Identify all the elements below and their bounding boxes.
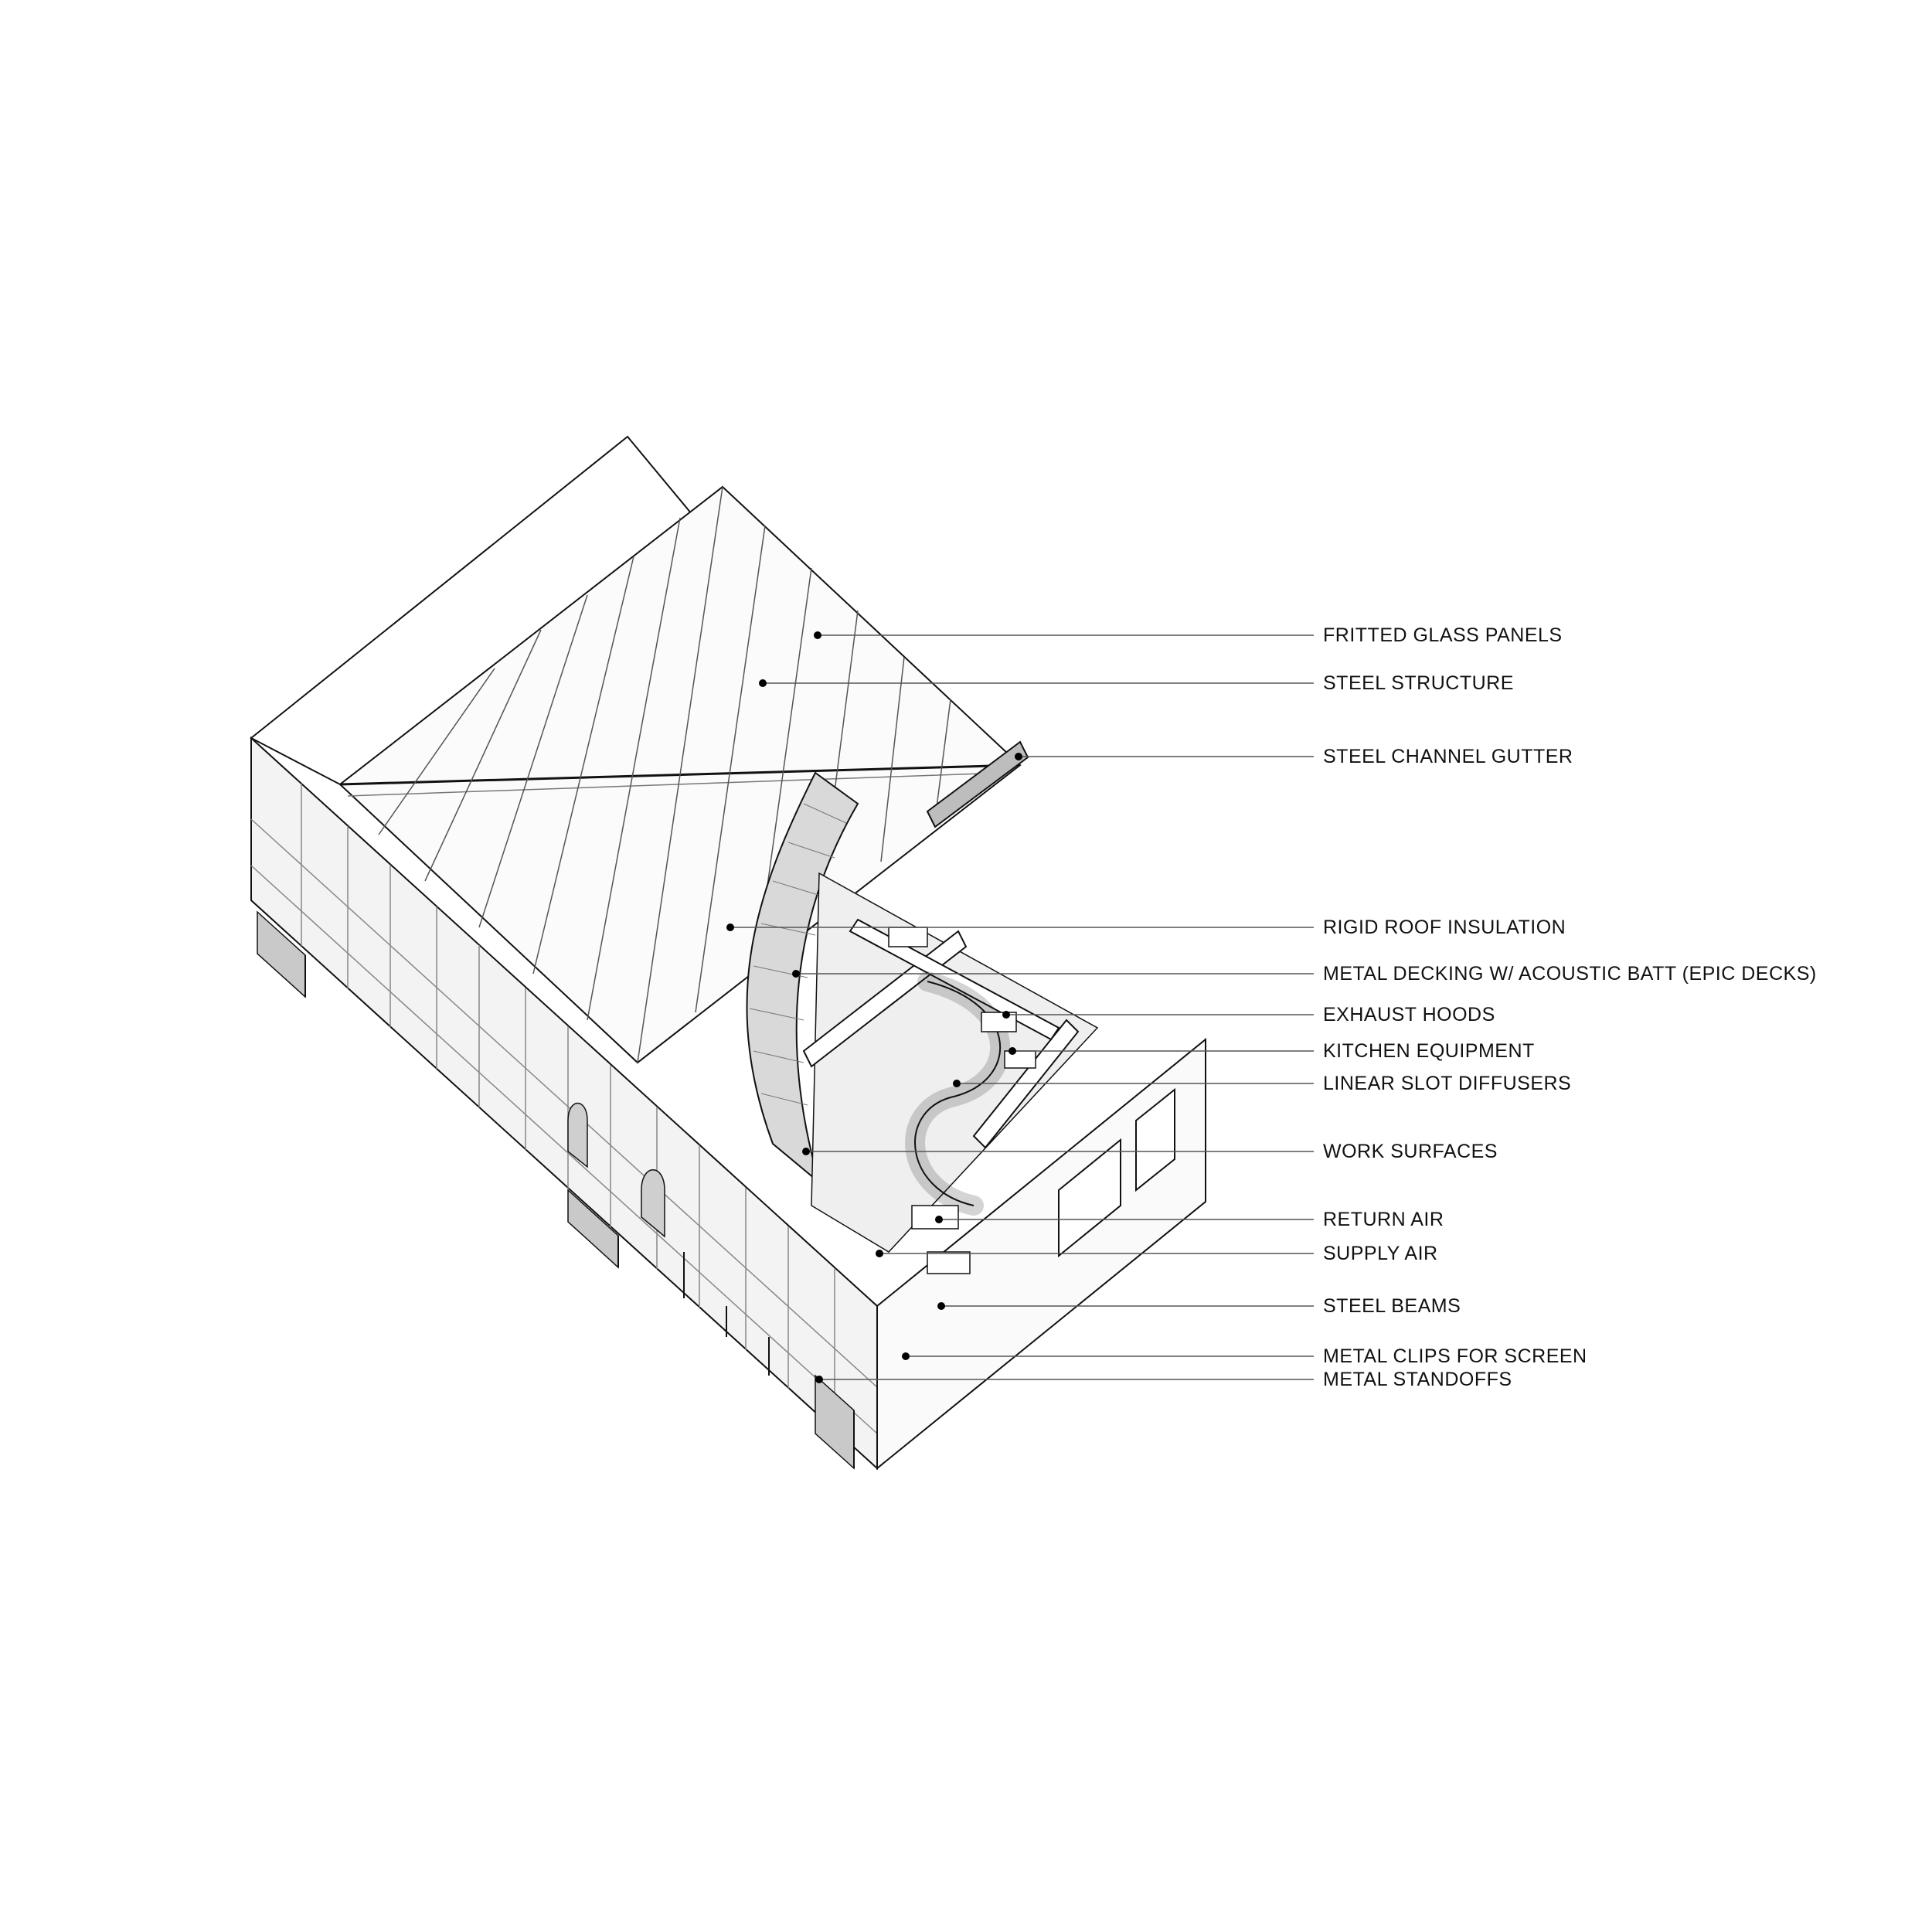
label-work-surfaces: WORK SURFACES bbox=[1323, 1141, 1498, 1162]
kitchen-equipment-blocks bbox=[888, 927, 1036, 1274]
dot-metal-clips-for-screen bbox=[902, 1352, 910, 1360]
label-steel-channel-gutter: STEEL CHANNEL GUTTER bbox=[1323, 746, 1573, 767]
building-volume bbox=[250, 435, 1206, 1471]
dot-exhaust-hoods bbox=[1002, 1011, 1010, 1019]
label-metal-decking: METAL DECKING W/ ACOUSTIC BATT (EPIC DEC… bbox=[1323, 963, 1817, 985]
label-supply-air: SUPPLY AIR bbox=[1323, 1243, 1438, 1264]
label-steel-structure: STEEL STRUCTURE bbox=[1323, 672, 1514, 694]
label-linear-slot-diffusers: LINEAR SLOT DIFFUSERS bbox=[1323, 1073, 1572, 1094]
facade-posts bbox=[304, 955, 855, 1468]
label-metal-clips-for-screen: METAL CLIPS FOR SCREEN bbox=[1323, 1345, 1587, 1367]
dot-steel-channel-gutter bbox=[1015, 753, 1022, 760]
leaders bbox=[730, 634, 1314, 1380]
callout-dots bbox=[726, 631, 1022, 1383]
dot-steel-beams bbox=[937, 1302, 945, 1310]
dot-rigid-roof-insulation bbox=[726, 923, 734, 931]
label-kitchen-equipment: KITCHEN EQUIPMENT bbox=[1323, 1040, 1535, 1062]
dot-supply-air bbox=[876, 1250, 883, 1257]
steel-channel-gutter-edge bbox=[926, 740, 1029, 828]
dot-steel-structure bbox=[759, 679, 767, 687]
dot-linear-slot-diffusers bbox=[953, 1080, 961, 1087]
label-rigid-roof-insulation: RIGID ROOF INSULATION bbox=[1323, 917, 1566, 938]
dot-metal-decking bbox=[792, 970, 800, 978]
dot-work-surfaces bbox=[802, 1148, 810, 1155]
label-return-air: RETURN AIR bbox=[1323, 1209, 1444, 1230]
label-steel-beams: STEEL BEAMS bbox=[1323, 1295, 1461, 1317]
decking-ribs bbox=[749, 803, 847, 1106]
interior-floor bbox=[811, 872, 1099, 1253]
facade-arch-2 bbox=[641, 1169, 665, 1238]
front-wall-openings bbox=[1058, 1087, 1175, 1258]
dot-metal-standoffs bbox=[815, 1376, 823, 1383]
label-metal-standoffs: METAL STANDOFFS bbox=[1323, 1369, 1512, 1390]
dot-return-air bbox=[935, 1216, 943, 1223]
facade-mullions bbox=[250, 784, 878, 1434]
label-fritted-glass-panels: FRITTED GLASS PANELS bbox=[1323, 624, 1563, 646]
facade-arch-1 bbox=[567, 1102, 588, 1168]
dot-fritted-glass-panels bbox=[814, 631, 821, 639]
dot-kitchen-equipment bbox=[1009, 1047, 1016, 1055]
facade-fins bbox=[257, 910, 855, 1470]
label-exhaust-hoods: EXHAUST HOODS bbox=[1323, 1004, 1495, 1026]
